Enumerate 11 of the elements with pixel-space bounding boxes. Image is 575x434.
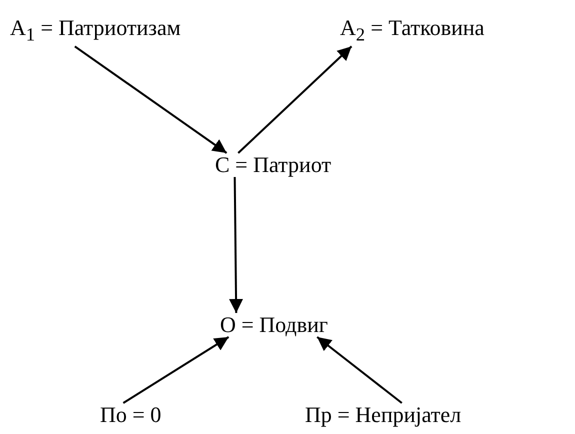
arrow — [238, 46, 352, 154]
arrow — [74, 46, 228, 154]
node-label: A$_{2}$ = Татковина — [340, 16, 484, 46]
arrow — [316, 336, 402, 404]
node-label: A$_{1}$ = Патриотизам — [10, 16, 181, 46]
arrow — [229, 176, 244, 314]
node-label: C = Патриот — [215, 153, 332, 177]
arrow — [122, 336, 230, 404]
node-label: Пр = Непријател — [305, 403, 462, 427]
node-label: По = 0 — [100, 403, 162, 427]
node-label: O = Подвиг — [220, 313, 328, 337]
